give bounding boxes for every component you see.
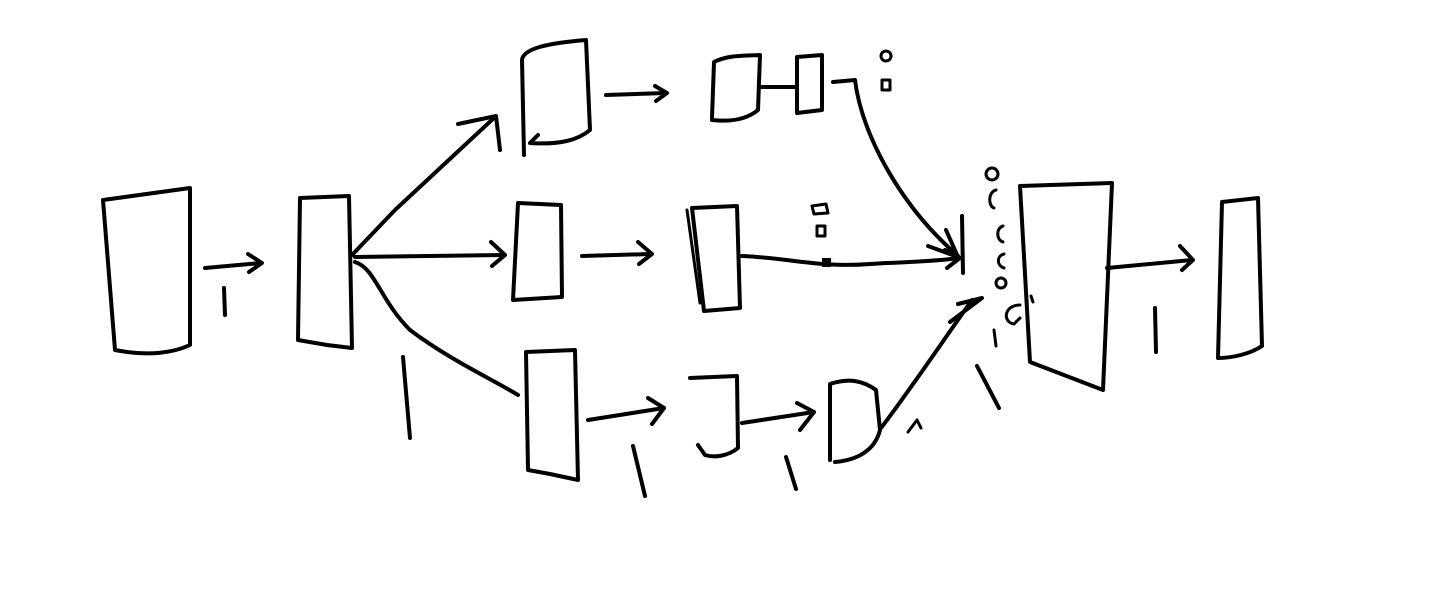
arrow-top3-to-merge xyxy=(831,78,960,258)
arrowhead-split-to-top xyxy=(456,114,502,152)
scribble-mark xyxy=(879,49,893,63)
scribble-group-middle xyxy=(810,202,831,267)
tick-mark xyxy=(1153,306,1158,354)
branch-middle-block-1 xyxy=(511,201,564,302)
arrowhead-bot1-to-bot2 xyxy=(646,396,666,426)
split-block xyxy=(296,194,354,350)
arrow-bot2-to-bot3 xyxy=(740,410,816,425)
scribble-mark xyxy=(984,166,1000,182)
scribble-mark xyxy=(996,224,1005,244)
scribble-mark xyxy=(1029,294,1035,304)
line-split-to-bottom xyxy=(353,260,520,397)
branch-top-block-3 xyxy=(795,53,824,115)
branch-top-block-2 xyxy=(710,53,762,123)
arrow-bot3-to-merge xyxy=(879,298,974,430)
arrowhead-top1-to-top2 xyxy=(653,84,669,103)
scribble-group-merge xyxy=(984,166,1035,348)
tick-mark xyxy=(222,286,227,317)
arrowhead-split-to-middle xyxy=(489,240,507,268)
arrowhead-merge-to-output xyxy=(1178,244,1195,272)
arrow-mid1-to-mid2 xyxy=(580,252,653,258)
arrow-bot1-to-bot2 xyxy=(586,406,666,422)
scribble-mark xyxy=(810,202,830,216)
scribble-mark xyxy=(994,276,1008,290)
branch-middle-block-2-double-edge xyxy=(685,208,702,305)
scribble-mark xyxy=(996,252,1006,270)
branch-bottom-block-2 xyxy=(688,374,740,459)
arrowhead-input-to-split xyxy=(246,252,264,274)
input-block xyxy=(101,186,192,356)
arrow-mid2-to-merge xyxy=(740,254,962,267)
arrow-input-to-split xyxy=(203,261,263,270)
arrow-split-to-top xyxy=(350,115,497,257)
arrow-split-to-middle xyxy=(353,253,506,259)
merge-inlet-bar xyxy=(960,214,965,275)
scribble-mark xyxy=(815,224,827,238)
tick-mark xyxy=(975,364,1001,410)
branch-bottom-block-1 xyxy=(524,348,580,482)
scribble-mark xyxy=(1004,303,1022,326)
scribble-mark xyxy=(988,188,998,210)
output-block xyxy=(1216,196,1264,360)
tick-mark xyxy=(784,455,798,491)
scribble-mark xyxy=(822,258,831,267)
scribble-group-top xyxy=(879,49,893,92)
arrowhead-mid1-to-mid2 xyxy=(636,240,654,266)
tick-mark xyxy=(401,355,412,440)
tick-mark xyxy=(906,418,923,434)
arrowhead-bot2-to-bot3 xyxy=(795,401,816,432)
scribble-mark xyxy=(992,328,998,348)
tick-mark xyxy=(631,444,647,498)
branch-bottom-block-3 xyxy=(828,378,882,464)
scribble-mark xyxy=(880,78,892,92)
arrow-top1-to-top2 xyxy=(604,91,668,97)
arrow-merge-to-output xyxy=(1105,258,1194,270)
merge-block xyxy=(1018,181,1114,392)
arrowhead-bot3-to-merge xyxy=(948,296,984,324)
branch-middle-block-2 xyxy=(690,204,742,313)
arrowhead-mid2-to-merge xyxy=(943,248,962,270)
branch-top-block-1 xyxy=(520,38,592,157)
